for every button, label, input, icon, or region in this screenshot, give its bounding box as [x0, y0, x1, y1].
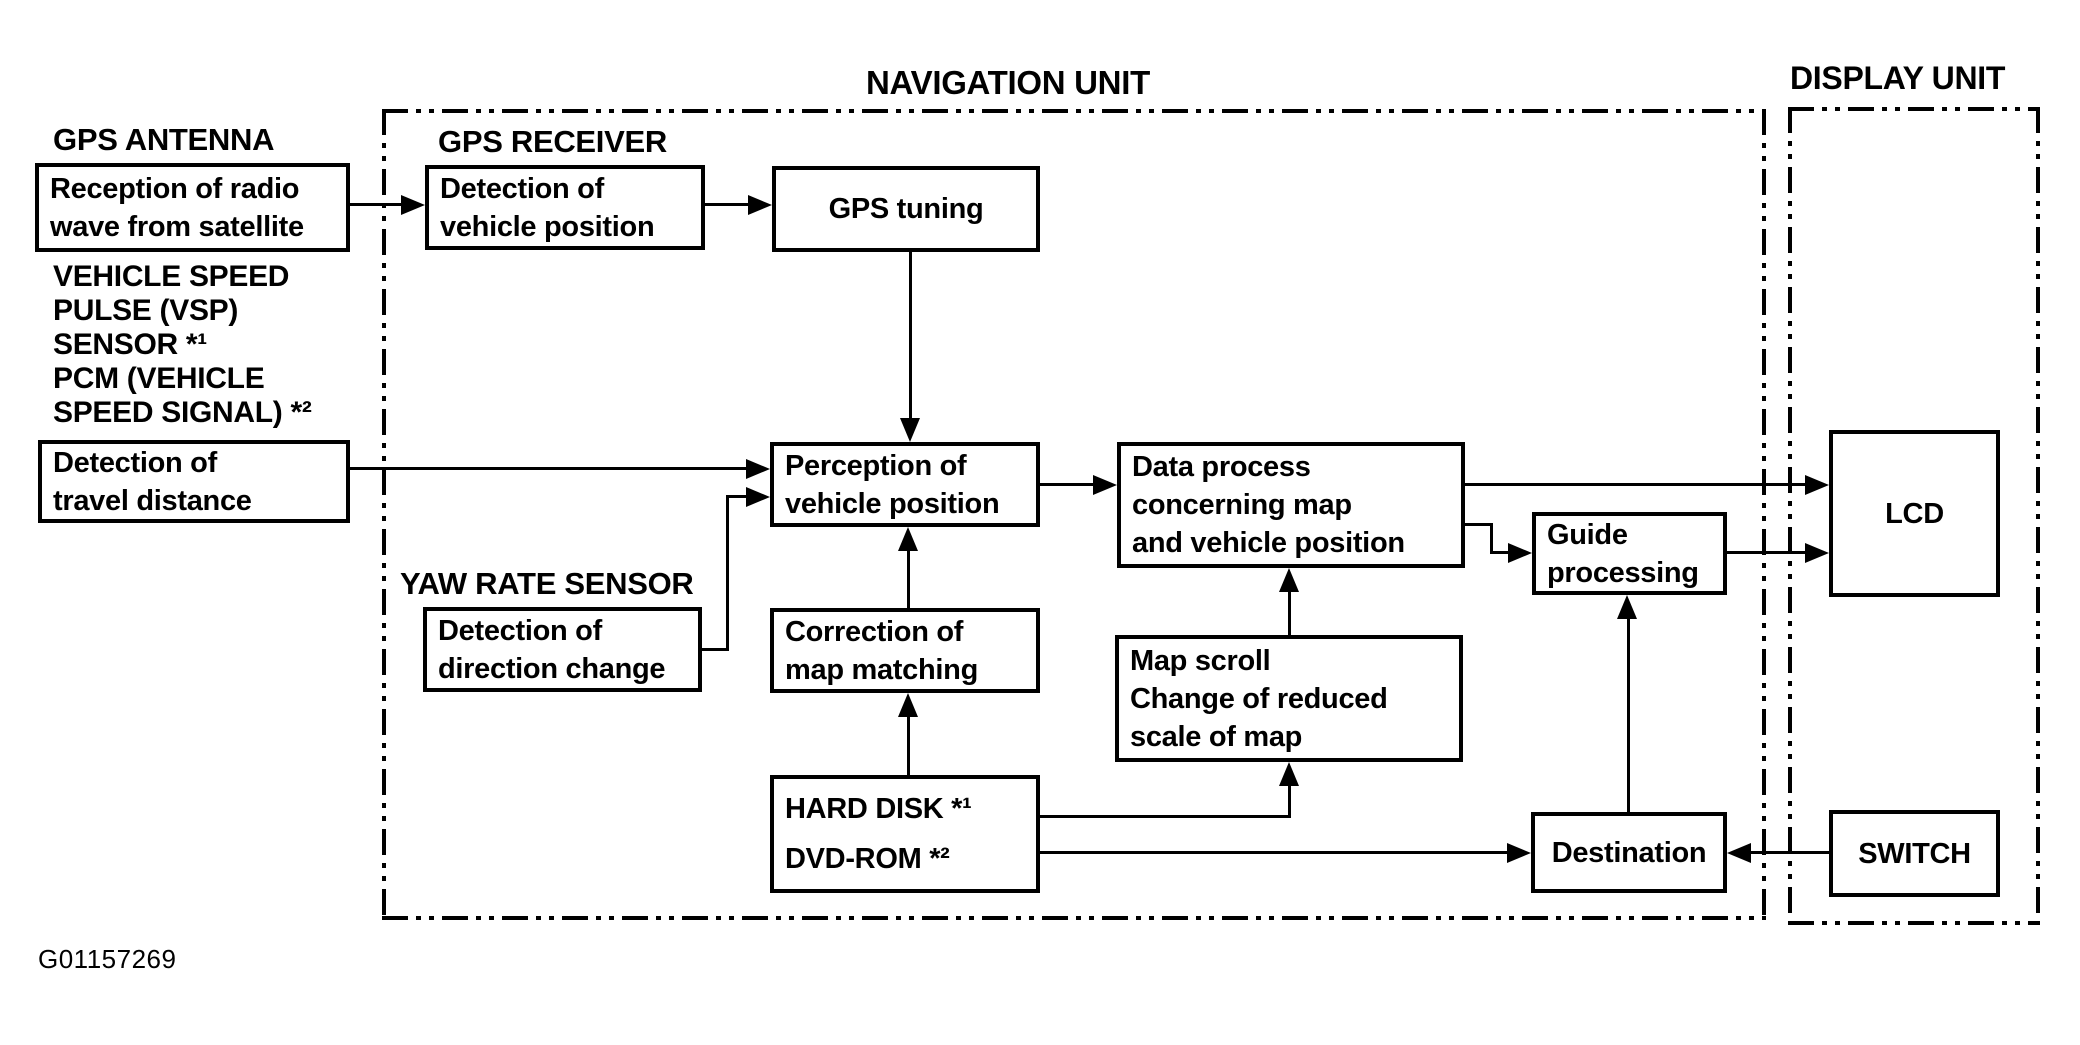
connector-map-matching-to-perception: [907, 549, 910, 608]
connector-switch-to-destination: [1751, 851, 1829, 854]
box-data-process-line2: concerning map: [1132, 489, 1352, 521]
display-unit-title: DISPLAY UNIT: [1790, 60, 2006, 96]
arrowhead-reception-to-gps-detection: [401, 195, 425, 215]
arrowhead-hard-disk-to-destination: [1507, 843, 1531, 863]
gps-receiver-label: GPS RECEIVER: [438, 124, 667, 159]
box-guide-processing-line1: Guide: [1547, 518, 1628, 551]
arrowhead-hard-disk-to-map-scroll: [1279, 762, 1299, 786]
box-data-process-line3: and vehicle position: [1132, 527, 1405, 559]
speed-sensor-label-line1: VEHICLE SPEED: [53, 260, 290, 293]
box-guide-processing-line2: processing: [1547, 556, 1699, 589]
speed-sensor-label-line5: SPEED SIGNAL) *²: [53, 396, 312, 429]
arrowhead-data-process-to-lcd: [1805, 475, 1829, 495]
box-map-scroll-line2: Change of reduced: [1130, 682, 1388, 715]
connector-hard-disk-to-map-matching: [907, 715, 910, 775]
box-reception: Reception of radio wave from satellite: [35, 163, 350, 252]
arrowhead-destination-to-guide: [1617, 595, 1637, 619]
box-perception: Perception of vehicle position: [770, 442, 1040, 527]
navigation-unit-title: NAVIGATION UNIT: [866, 64, 1150, 101]
connector-direction-to-perception-h1: [702, 648, 729, 651]
box-reception-line2: wave from satellite: [50, 210, 304, 243]
connector-perception-to-data-process: [1040, 483, 1093, 486]
connector-data-process-to-lcd: [1465, 483, 1805, 486]
connector-data-process-to-guide-h2: [1493, 551, 1508, 554]
speed-sensor-label: VEHICLE SPEED PULSE (VSP) SENSOR *¹ PCM …: [53, 260, 312, 430]
connector-destination-to-guide: [1627, 615, 1630, 812]
display-unit-border-right: [2036, 107, 2040, 925]
box-hard-disk: HARD DISK *¹ DVD-ROM *²: [770, 775, 1040, 893]
display-unit-border-top: [1788, 107, 2040, 111]
connector-data-process-to-guide-v: [1490, 523, 1493, 554]
connector-hard-disk-to-map-scroll-v: [1288, 784, 1291, 818]
box-travel-distance-line2: travel distance: [53, 484, 252, 517]
connector-direction-to-perception-v: [726, 495, 729, 651]
box-map-matching-line1: Correction of: [785, 615, 964, 648]
box-gps-detection: Detection of vehicle position: [425, 165, 705, 250]
box-map-matching: Correction of map matching: [770, 608, 1040, 693]
box-direction-change: Detection of direction change: [423, 607, 702, 692]
connector-travel-to-perception: [350, 467, 746, 470]
box-destination: Destination: [1531, 812, 1727, 893]
arrowhead-gps-detection-to-gps-tuning: [748, 195, 772, 215]
arrowhead-direction-to-perception: [746, 487, 770, 507]
box-switch: SWITCH: [1829, 810, 2000, 897]
arrowhead-hard-disk-to-map-matching: [898, 693, 918, 717]
box-hard-disk-line1: HARD DISK *¹: [785, 793, 972, 825]
box-data-process: Data process concerning map and vehicle …: [1117, 442, 1465, 568]
navigation-unit-border-right: [1762, 109, 1766, 920]
box-data-process-line1: Data process: [1132, 451, 1311, 483]
navigation-unit-border-left: [382, 109, 386, 920]
box-map-scroll-line1: Map scroll: [1130, 644, 1271, 677]
box-map-scroll-line3: scale of map: [1130, 720, 1303, 753]
box-lcd-label: LCD: [1885, 497, 1944, 530]
box-gps-detection-line1: Detection of: [440, 172, 604, 205]
box-destination-label: Destination: [1551, 836, 1707, 869]
box-gps-tuning: GPS tuning: [772, 166, 1040, 252]
speed-sensor-label-line2: PULSE (VSP): [53, 294, 239, 327]
box-switch-label: SWITCH: [1858, 837, 1971, 870]
box-lcd: LCD: [1829, 430, 2000, 597]
connector-gps-detection-to-gps-tuning: [705, 203, 748, 206]
figure-id-label: G01157269: [38, 944, 177, 974]
connector-direction-to-perception-h2: [729, 495, 746, 498]
connector-hard-disk-to-destination: [1040, 851, 1507, 854]
speed-sensor-label-line3: SENSOR *¹: [53, 328, 207, 361]
box-map-matching-line2: map matching: [785, 653, 978, 686]
arrowhead-travel-to-perception: [746, 459, 770, 479]
speed-sensor-label-line4: PCM (VEHICLE: [53, 362, 265, 395]
box-map-scroll: Map scroll Change of reduced scale of ma…: [1115, 635, 1463, 762]
box-perception-line2: vehicle position: [785, 487, 1000, 520]
box-gps-tuning-label: GPS tuning: [828, 193, 984, 225]
box-direction-change-line1: Detection of: [438, 614, 602, 647]
box-guide-processing: Guide processing: [1532, 512, 1727, 595]
box-perception-line1: Perception of: [785, 449, 967, 482]
connector-hard-disk-to-map-scroll-h: [1040, 815, 1290, 818]
gps-antenna-label: GPS ANTENNA: [53, 122, 275, 157]
connector-map-scroll-to-data-process: [1288, 590, 1291, 635]
connector-data-process-to-guide-h1: [1465, 523, 1493, 526]
connector-guide-to-lcd: [1727, 551, 1805, 554]
arrowhead-guide-to-lcd: [1805, 543, 1829, 563]
arrowhead-data-process-to-guide: [1508, 543, 1532, 563]
arrowhead-map-scroll-to-data-process: [1279, 568, 1299, 592]
connector-reception-to-gps-detection: [350, 203, 401, 206]
box-gps-detection-line2: vehicle position: [440, 210, 655, 243]
navigation-unit-border-bottom: [382, 916, 1766, 920]
connector-gps-tuning-to-perception: [909, 252, 912, 418]
box-travel-distance-line1: Detection of: [53, 446, 217, 479]
yaw-rate-sensor-label: YAW RATE SENSOR: [400, 566, 694, 601]
arrowhead-switch-to-destination: [1727, 843, 1751, 863]
arrowhead-perception-to-data-process: [1093, 475, 1117, 495]
arrowhead-gps-tuning-to-perception: [900, 418, 920, 442]
display-unit-border-left: [1788, 107, 1792, 925]
box-direction-change-line2: direction change: [438, 652, 666, 685]
navigation-unit-border-top: [382, 109, 1766, 113]
box-travel-distance: Detection of travel distance: [38, 440, 350, 523]
box-reception-line1: Reception of radio: [50, 172, 300, 205]
arrowhead-map-matching-to-perception: [898, 527, 918, 551]
box-hard-disk-line2: DVD-ROM *²: [785, 843, 950, 875]
display-unit-border-bottom: [1788, 921, 2040, 925]
